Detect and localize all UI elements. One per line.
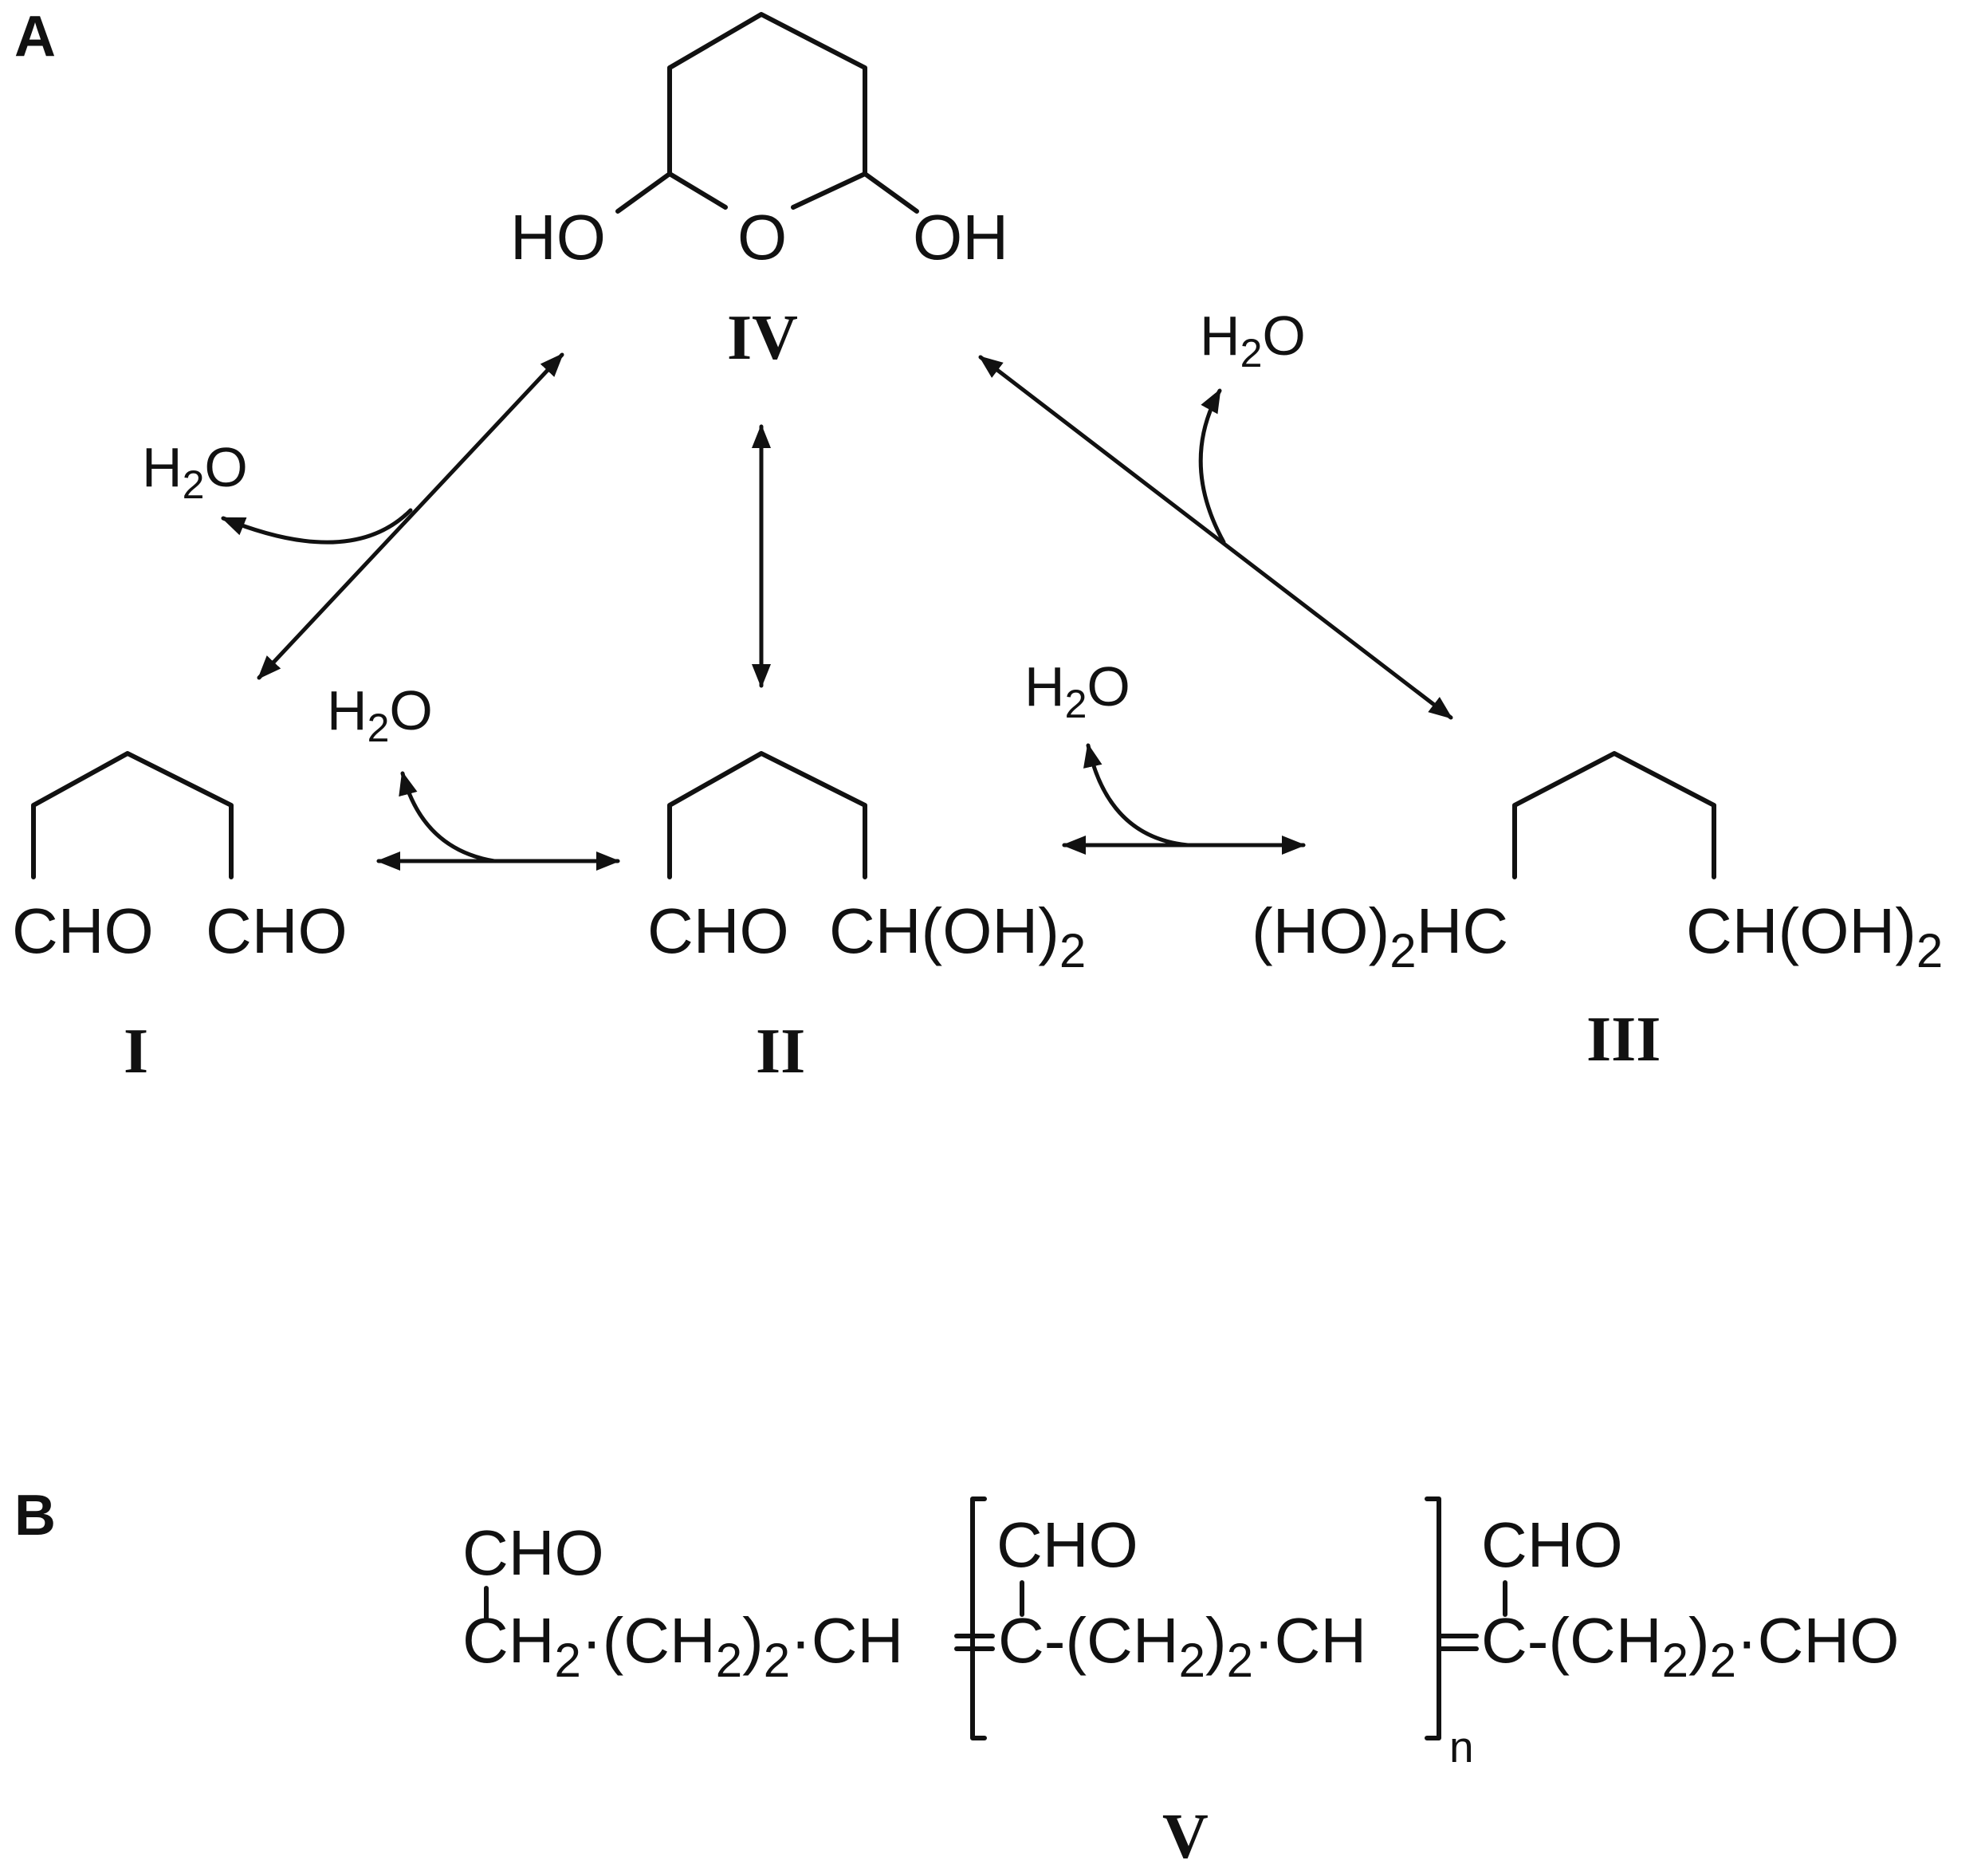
label-i: I bbox=[124, 1017, 148, 1087]
label-ii: II bbox=[756, 1017, 805, 1087]
compound-ii: CHO CH(OH)2 II bbox=[647, 751, 1086, 1087]
water-curve-i-ii bbox=[399, 771, 497, 863]
water-curve-i-iv bbox=[221, 508, 413, 545]
i-cho-left: CHO bbox=[12, 895, 154, 966]
compound-v-polymer: CHO CHO CHO CH2·(CH2)2·CH C-(CH2)2·CH C-… bbox=[462, 1496, 1899, 1872]
water-curve-ii-iii bbox=[1083, 743, 1190, 848]
compound-i: CHO CHO I bbox=[12, 751, 348, 1087]
iv-oh: OH bbox=[913, 202, 1008, 273]
iv-ring-o: O bbox=[737, 202, 787, 273]
panel-label-a: A bbox=[14, 5, 56, 69]
label-iv: IV bbox=[727, 303, 798, 373]
v-chain-segment-1: CH2·(CH2)2·CH bbox=[462, 1605, 903, 1687]
v-cho-pendant-2: CHO bbox=[996, 1509, 1138, 1580]
iii-ho2hc: (HO)2HC bbox=[1252, 895, 1508, 977]
compound-iii: (HO)2HC CH(OH)2 III bbox=[1252, 751, 1943, 1075]
compound-iv: HO O OH IV bbox=[510, 12, 1008, 373]
panel-label-b: B bbox=[14, 1484, 56, 1548]
iii-ch-oh2: CH(OH)2 bbox=[1686, 895, 1943, 977]
label-iii: III bbox=[1586, 1005, 1661, 1075]
ii-cho: CHO bbox=[647, 895, 789, 966]
water-curve-iii-iv bbox=[1198, 388, 1226, 545]
v-chain-segment-3: C-(CH2)2·CHO bbox=[1481, 1605, 1899, 1687]
label-v: V bbox=[1162, 1802, 1209, 1872]
v-chain-segment-2: C-(CH2)2·CH bbox=[998, 1605, 1366, 1687]
arrow-i-iv bbox=[257, 352, 564, 680]
i-cho-right: CHO bbox=[206, 895, 348, 966]
water-i-ii: H2O bbox=[327, 679, 433, 750]
arrow-iii-iv bbox=[978, 355, 1453, 720]
v-cho-pendant-3: CHO bbox=[1481, 1509, 1623, 1580]
water-iii-iv: H2O bbox=[1200, 305, 1306, 376]
v-bracket-left bbox=[970, 1496, 987, 1740]
water-i-iv: H2O bbox=[142, 436, 248, 507]
water-ii-iii: H2O bbox=[1024, 655, 1130, 726]
ii-ch-oh2: CH(OH)2 bbox=[829, 895, 1086, 977]
iv-ho: HO bbox=[510, 202, 606, 273]
v-bracket-right bbox=[1425, 1496, 1441, 1740]
v-repeat-n: n bbox=[1449, 1722, 1474, 1772]
v-cho-pendant-1: CHO bbox=[462, 1517, 604, 1588]
